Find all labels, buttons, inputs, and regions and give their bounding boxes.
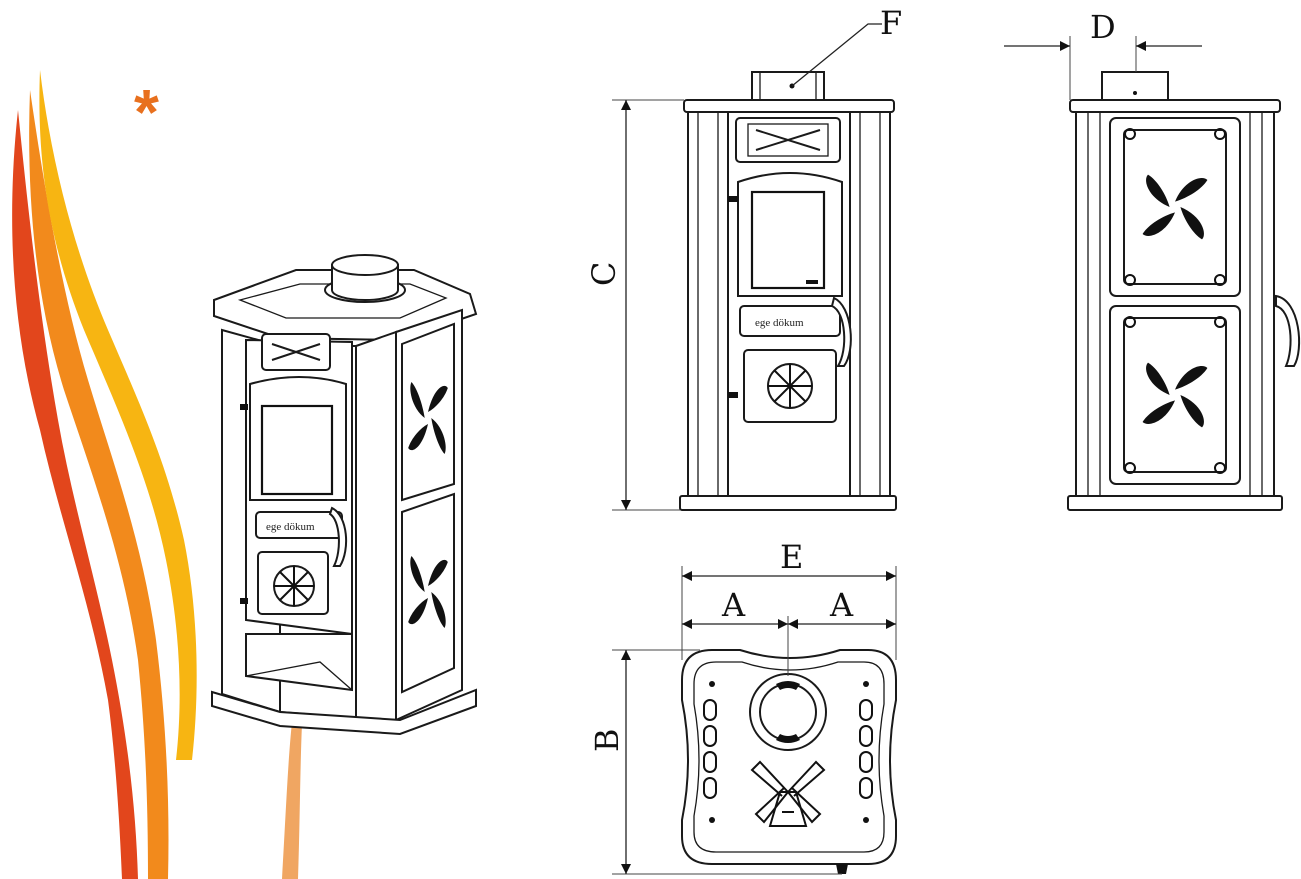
label-F: F bbox=[880, 4, 902, 42]
label-D: D bbox=[1090, 8, 1116, 46]
windmill-emblem-icon bbox=[750, 760, 826, 827]
label-A-right: A bbox=[829, 586, 854, 624]
label-B: B bbox=[588, 728, 626, 752]
svg-text:ege dökum: ege dökum bbox=[755, 317, 804, 329]
side-view bbox=[1067, 71, 1301, 511]
flame-red bbox=[12, 110, 138, 879]
flame-light bbox=[282, 722, 302, 879]
dimension-labels: F D C E A A B bbox=[585, 4, 1116, 752]
flame-decoration: * bbox=[12, 70, 302, 879]
label-C: C bbox=[585, 262, 623, 286]
dimension-lines bbox=[612, 23, 1202, 875]
front-view: ege dökum bbox=[679, 71, 897, 511]
flame-orange bbox=[29, 90, 169, 879]
svg-text:ege dökum: ege dökum bbox=[266, 521, 315, 533]
asterisk-mark: * bbox=[134, 76, 159, 148]
isometric-stove-view: ege dökum bbox=[211, 254, 478, 736]
label-A-left: A bbox=[721, 586, 746, 624]
label-E: E bbox=[780, 538, 803, 576]
top-view bbox=[681, 649, 897, 874]
flame-yellow bbox=[39, 70, 197, 760]
